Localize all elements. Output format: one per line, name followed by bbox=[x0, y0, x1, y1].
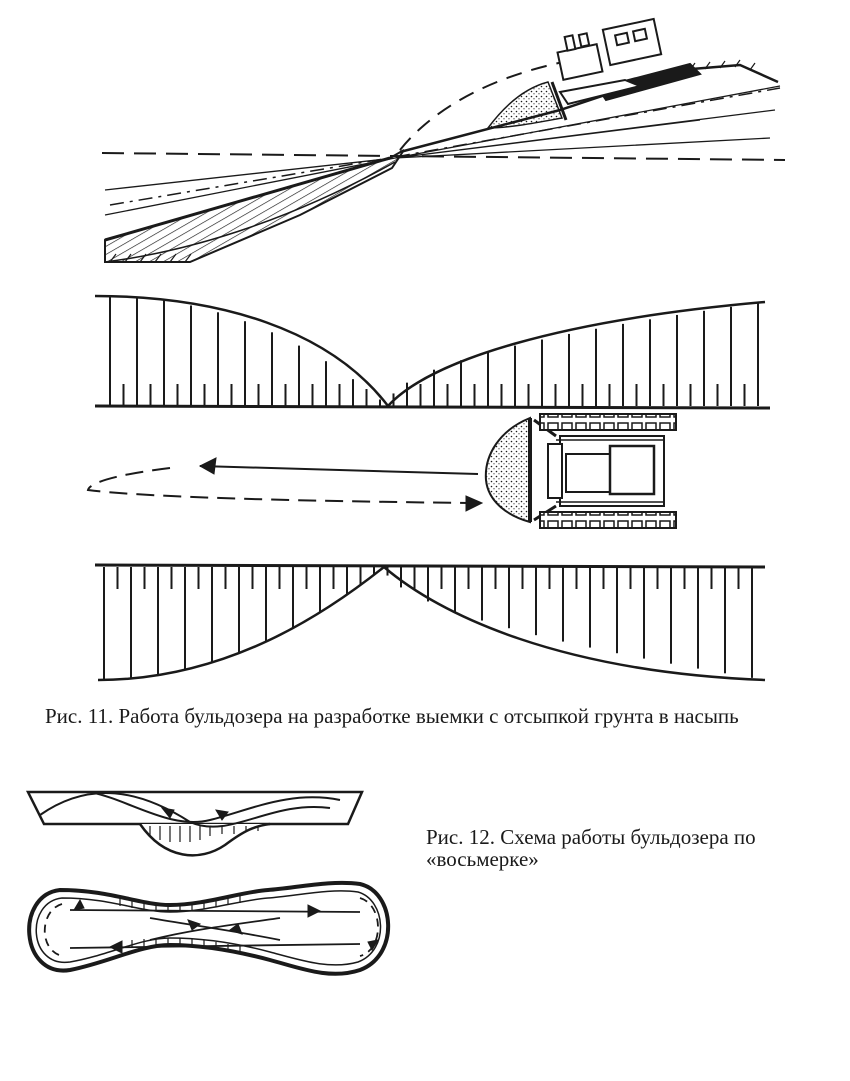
section-trapezoid-outline bbox=[25, 790, 364, 826]
bulldozer-plan bbox=[528, 413, 677, 529]
reference-dashed-line bbox=[101, 152, 786, 161]
fig12-figure-eight bbox=[25, 790, 391, 976]
ground-surface-lower bbox=[104, 161, 396, 263]
lower-bank-slope-ticks bbox=[103, 567, 753, 680]
track-center-paths bbox=[69, 909, 361, 949]
track-outer-outline bbox=[27, 880, 391, 976]
soil-prism bbox=[486, 81, 564, 129]
slope-dashdot-line bbox=[109, 87, 781, 206]
original-terrain-dashed bbox=[399, 57, 586, 151]
bulldozer-side bbox=[550, 17, 702, 121]
excavation-surface bbox=[399, 63, 779, 154]
track-end-loops bbox=[43, 897, 379, 957]
forward-arrow-line bbox=[199, 465, 479, 475]
lower-bank-baseline bbox=[94, 563, 766, 569]
figure-12-caption: Рис. 12. Схема работы бульдозера по «вос… bbox=[426, 825, 756, 871]
track-direction-arrows bbox=[72, 898, 380, 954]
return-dashed-path bbox=[86, 467, 471, 504]
plan-soil-prism bbox=[484, 416, 531, 524]
section-crossing-arcs bbox=[39, 791, 341, 828]
fig11-plan-view bbox=[86, 294, 771, 682]
upper-bank-slope-ticks bbox=[109, 296, 759, 406]
track-slope-ticks bbox=[119, 895, 241, 954]
section-ground-ticks bbox=[149, 826, 259, 842]
forward-arrowhead bbox=[198, 457, 217, 475]
figure-11-caption: Рис. 11. Работа бульдозера на разработке… bbox=[45, 704, 739, 728]
section-arrows bbox=[160, 807, 229, 821]
return-arrowhead bbox=[465, 495, 484, 512]
fig11-side-view bbox=[101, 17, 786, 263]
section-excavation-curve bbox=[138, 822, 271, 857]
upper-bank-baseline bbox=[94, 404, 771, 410]
track-inner-outline bbox=[35, 890, 382, 966]
ground-tick-marks bbox=[109, 253, 192, 263]
upper-bank-edge-curve bbox=[94, 294, 766, 408]
ground-line-left bbox=[104, 156, 391, 242]
cut-layer-lines bbox=[104, 85, 781, 216]
